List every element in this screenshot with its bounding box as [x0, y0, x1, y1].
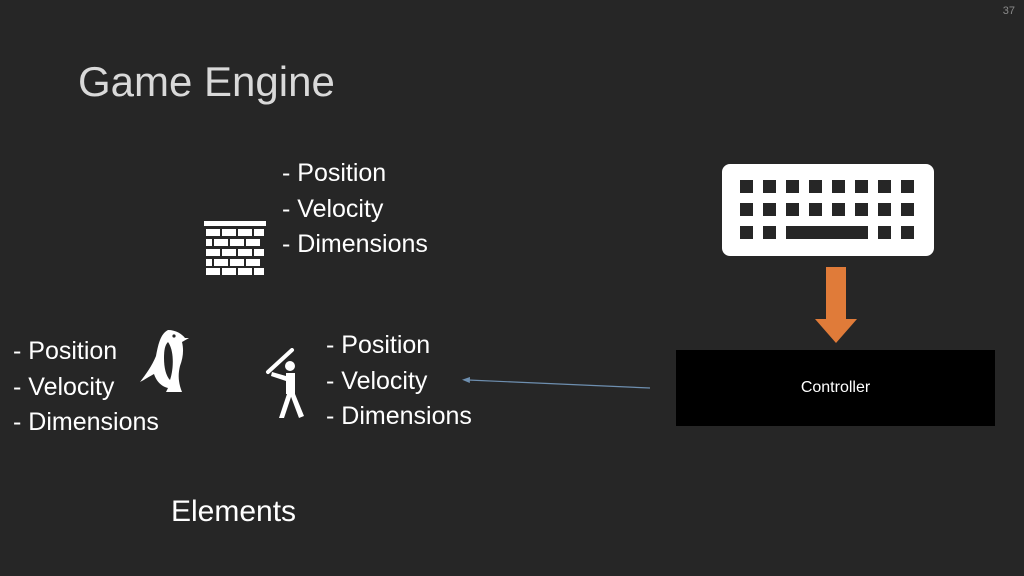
penguin-icon [138, 328, 190, 394]
batter-property-velocity: - Velocity [326, 366, 428, 395]
baseball-batter-icon [264, 348, 308, 420]
keyboard-icon [722, 164, 934, 256]
wall-property-dimensions: - Dimensions [282, 230, 428, 258]
penguin-property-position: - Position [13, 337, 118, 365]
arrow-down-icon [815, 267, 857, 343]
batter-property-dimensions: - Dimensions [326, 402, 472, 430]
penguin-property-velocity: - Velocity [13, 372, 115, 401]
slide-title: Game Engine [78, 58, 335, 105]
connector-arrow [460, 374, 652, 392]
slide-number: 37 [1002, 5, 1015, 17]
controller-label: Controller [800, 379, 871, 396]
brick-wall-icon [204, 221, 266, 275]
wall-property-velocity: - Velocity [282, 194, 384, 223]
batter-properties: - Position - Velocity - Dimensions [326, 328, 472, 435]
penguin-properties: - Position - Velocity - Dimensions [13, 334, 159, 441]
wall-property-position: - Position [282, 159, 387, 187]
elements-label: Elements [171, 495, 297, 528]
batter-property-position: - Position [326, 331, 431, 359]
wall-properties: - Position - Velocity - Dimensions [282, 156, 428, 263]
penguin-property-dimensions: - Dimensions [13, 408, 159, 436]
controller-box: Controller [676, 350, 995, 426]
